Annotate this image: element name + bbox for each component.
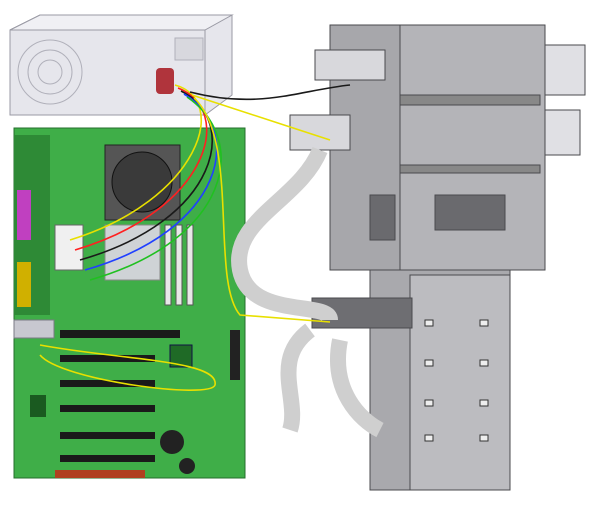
psu-fan-grille: [17, 39, 83, 105]
cpu-fan: [111, 151, 173, 213]
cage-vent: [434, 194, 506, 231]
expansion-slots: [60, 330, 180, 462]
power-cables: [39, 84, 351, 391]
fan-connector: [156, 68, 174, 94]
battery: [160, 430, 184, 454]
memory-slots: [164, 224, 194, 306]
ribbon-cables: [231, 146, 384, 438]
psu-vent: [174, 37, 204, 61]
power-supply: [9, 14, 234, 116]
drive-cage: [289, 24, 586, 491]
